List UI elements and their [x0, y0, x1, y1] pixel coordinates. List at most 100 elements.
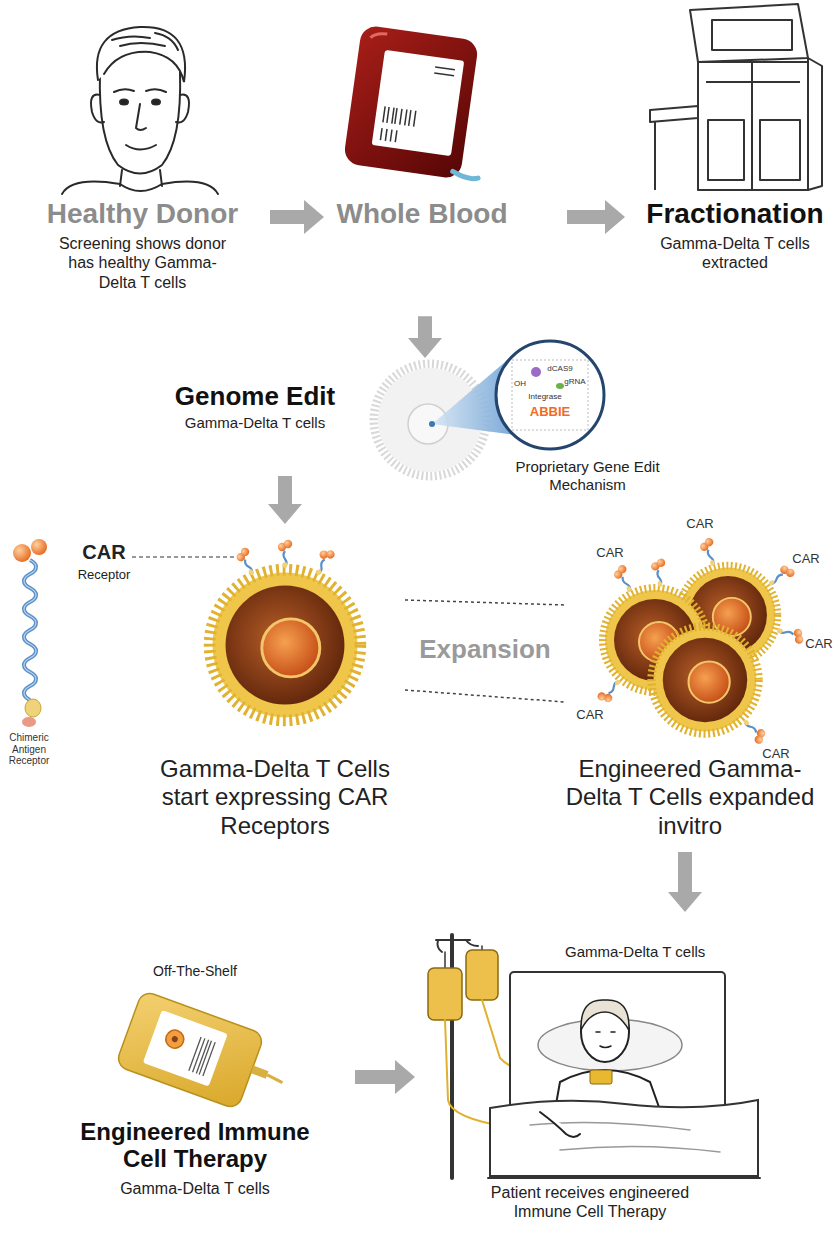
donor-figure — [112, 33, 178, 50]
blood-bag — [343, 24, 479, 179]
blood-bag — [395, 130, 397, 142]
part-label: CAR — [686, 516, 713, 531]
molecule-label: gRNA — [564, 377, 585, 386]
fractionation-machine — [650, 106, 698, 122]
blood-bag — [405, 110, 407, 126]
car-t-cell — [278, 540, 292, 568]
donor-figure — [136, 104, 146, 130]
patient-scene — [444, 952, 446, 968]
blood-bag — [434, 73, 454, 76]
blood-bag — [390, 130, 392, 142]
donor-figure — [176, 95, 189, 123]
stage-node: FractionationGamma-Delta T cells extract… — [640, 198, 830, 273]
car-t-cell — [210, 540, 361, 721]
node-text: Gamma-Delta T cells extracted — [653, 234, 818, 272]
node-title: Gamma-Delta T Cells start expressing CAR… — [145, 755, 405, 840]
fractionation-machine — [808, 58, 822, 190]
node-text: Engineered Immune Cell Therapy — [65, 1118, 325, 1173]
blood-bag — [380, 61, 455, 149]
expanded-cells — [765, 562, 796, 590]
therapy-bag — [171, 1035, 179, 1043]
car-receptor-illustration — [22, 717, 36, 727]
fractionation-machine — [706, 81, 800, 83]
car-t-cell — [311, 546, 336, 578]
car-receptor-illustration — [24, 560, 36, 700]
patient-scene — [428, 935, 760, 1178]
expansion-lines — [405, 600, 565, 702]
part-label: CAR — [792, 551, 819, 566]
edge-label: Expansion — [419, 634, 550, 665]
node-title: Whole Blood — [332, 198, 512, 230]
car-receptor-illustration — [31, 539, 47, 555]
part-label: CAR — [82, 541, 125, 564]
car-receptor-illustration — [13, 544, 31, 562]
expanded-cells — [650, 558, 667, 587]
molecule-label: dCAS9 — [547, 364, 572, 373]
fractionation-machine — [760, 120, 800, 180]
blood-bag — [452, 171, 478, 179]
dashed-connector — [405, 600, 565, 605]
car-receptor-illustration — [24, 560, 36, 700]
patient-scene — [581, 1000, 629, 1030]
blood-bag — [343, 24, 497, 182]
leader-line — [132, 556, 238, 558]
expanded-cells — [596, 676, 625, 707]
fractionation-machine — [654, 122, 656, 190]
car-t-cell — [210, 570, 361, 721]
fractionation-machine — [708, 120, 744, 180]
patient-scene — [596, 1032, 615, 1048]
node-text: Screening shows donor has healthy Gamma-… — [54, 234, 232, 292]
therapy-bag — [115, 990, 296, 1121]
donor-figure — [91, 95, 104, 123]
node-title: Genome Edit — [160, 382, 350, 412]
fractionation-machine — [690, 4, 808, 62]
part-label: CAR — [762, 746, 789, 761]
expanded-cells — [775, 623, 806, 645]
receptor-caption: Chimeric Antigen Receptor — [2, 732, 56, 767]
blood-bag — [387, 107, 389, 123]
therapy-bag — [163, 1028, 186, 1051]
callout-point — [429, 421, 435, 427]
therapy-bag — [203, 1042, 215, 1076]
node-title: Healthy Donor — [30, 198, 255, 230]
donor-figure — [62, 182, 218, 194]
molecule-label: OH — [514, 379, 526, 388]
donor-figure — [120, 100, 128, 105]
blood-bag — [395, 108, 397, 124]
donor-figure — [114, 89, 166, 92]
fractionation-machine — [712, 20, 792, 50]
donor-figure — [62, 27, 218, 194]
donor-figure — [100, 72, 180, 174]
node-text: Gamma-Delta T cells — [160, 414, 350, 432]
fractionation-machine — [698, 62, 808, 190]
patient-scene — [488, 1177, 760, 1179]
node-title: Engineered Gamma-Delta T Cells expanded … — [565, 755, 815, 840]
patient-scene — [540, 1112, 580, 1137]
expanded-cells — [698, 537, 720, 568]
expanded-cells — [651, 626, 758, 733]
node-text: Patient receives engineered Immune Cell … — [475, 1183, 705, 1221]
car-receptor-illustration — [13, 539, 47, 727]
blood-bag — [435, 67, 455, 70]
part-label: CAR — [596, 545, 623, 560]
donor-figure — [126, 145, 156, 150]
therapy-bag — [189, 1037, 215, 1076]
donor-figure — [97, 27, 185, 82]
car-t-cell — [234, 546, 259, 578]
blood-bag — [409, 110, 411, 126]
flow-arrow — [668, 852, 702, 912]
blood-bag — [400, 109, 402, 125]
donor-figure — [120, 170, 162, 186]
blood-bag — [385, 129, 387, 141]
fractionation-machine — [650, 4, 822, 190]
flow-arrow — [270, 200, 324, 234]
molecule-label: ABBIE — [530, 404, 570, 419]
node-title: Gamma-Delta T cells — [565, 943, 755, 961]
node-title: Off-The-Shelf — [60, 963, 330, 980]
stage-node: Gamma-Delta T cellsPatient receives engi… — [425, 925, 755, 1221]
therapy-bag — [251, 1066, 269, 1079]
